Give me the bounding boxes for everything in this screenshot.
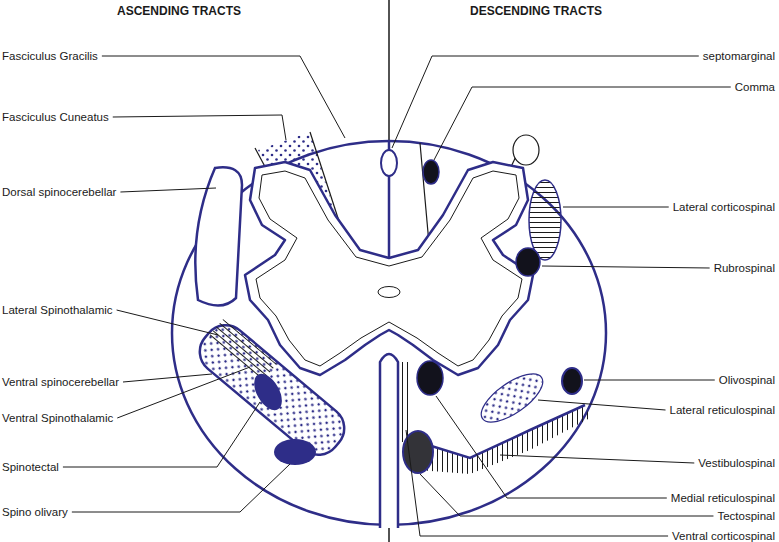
leader-line xyxy=(434,87,731,160)
leader-line xyxy=(542,266,710,268)
leader-line xyxy=(563,207,669,208)
tract-label: Rubrospinal xyxy=(714,262,775,275)
tract-label: Lateral corticospinal xyxy=(673,201,775,214)
leader-line xyxy=(538,400,666,410)
leader-line xyxy=(123,374,212,382)
tract-label: Medial reticulospinal xyxy=(671,492,775,505)
leader-line xyxy=(117,367,250,418)
leader-line xyxy=(102,56,345,138)
leader-line xyxy=(584,380,715,381)
leader-line xyxy=(392,56,699,148)
tract-label: Fasciculus Gracilis xyxy=(2,50,98,63)
tract-label: Lateral reticulospinal xyxy=(670,404,775,417)
leader-line xyxy=(406,430,668,536)
leader-line xyxy=(72,464,290,512)
tract-label: Comma xyxy=(735,81,775,94)
tract-label: Vestibulospinal xyxy=(698,457,775,470)
tract-label: Tectospinal xyxy=(717,510,775,523)
tract-label: Olivospinal xyxy=(719,374,775,387)
leader-line xyxy=(436,396,667,498)
tract-label: Ventral corticospinal xyxy=(672,530,775,542)
leader-line xyxy=(500,455,694,463)
tract-label: Ventral spinocerebellar xyxy=(2,376,119,389)
leader-line xyxy=(420,474,713,516)
column-heading: DESCENDING TRACTS xyxy=(470,5,602,18)
leader-line xyxy=(120,188,216,192)
tract-label: Fasciculus Cuneatus xyxy=(2,111,109,124)
leader-line xyxy=(113,115,286,140)
tract-label: Spinotectal xyxy=(2,461,59,474)
tract-label: Ventral Spinothalamic xyxy=(2,412,113,425)
leader-line xyxy=(117,310,218,335)
column-heading: ASCENDING TRACTS xyxy=(117,5,241,18)
tract-label: septomarginal xyxy=(703,50,775,63)
tract-label: Lateral Spinothalamic xyxy=(2,304,113,317)
tract-label: Dorsal spinocerebellar xyxy=(2,186,116,199)
tract-label: Spino olivary xyxy=(2,506,68,519)
